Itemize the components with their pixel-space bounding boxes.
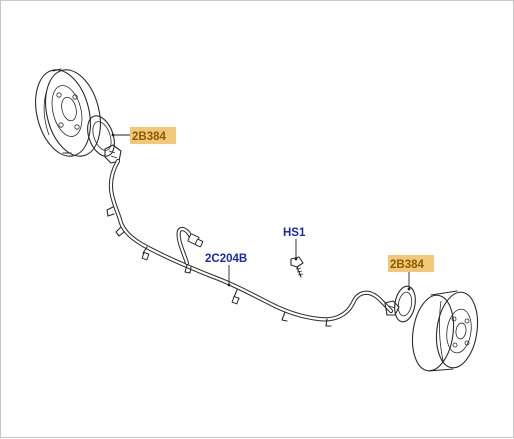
callout-ring-right-label: 2B384	[390, 259, 424, 271]
callout-ring-left: 2B384	[111, 127, 176, 144]
callout-bolt: HS1	[283, 227, 306, 261]
callout-ring-left-label: 2B384	[132, 131, 166, 143]
callout-bolt-label: HS1	[283, 227, 306, 239]
right-brake-drum	[411, 290, 479, 372]
callout-harness-label: 2C204B	[205, 253, 247, 265]
left-brake-drum	[35, 68, 101, 157]
left-tone-ring	[87, 115, 115, 157]
sensor-harness	[106, 158, 394, 327]
callout-ring-right: 2B384	[388, 255, 434, 291]
mounting-bolt	[290, 256, 304, 278]
callout-harness: 2C204B	[205, 253, 247, 287]
right-sensor	[384, 300, 400, 316]
right-tone-ring	[394, 285, 416, 323]
